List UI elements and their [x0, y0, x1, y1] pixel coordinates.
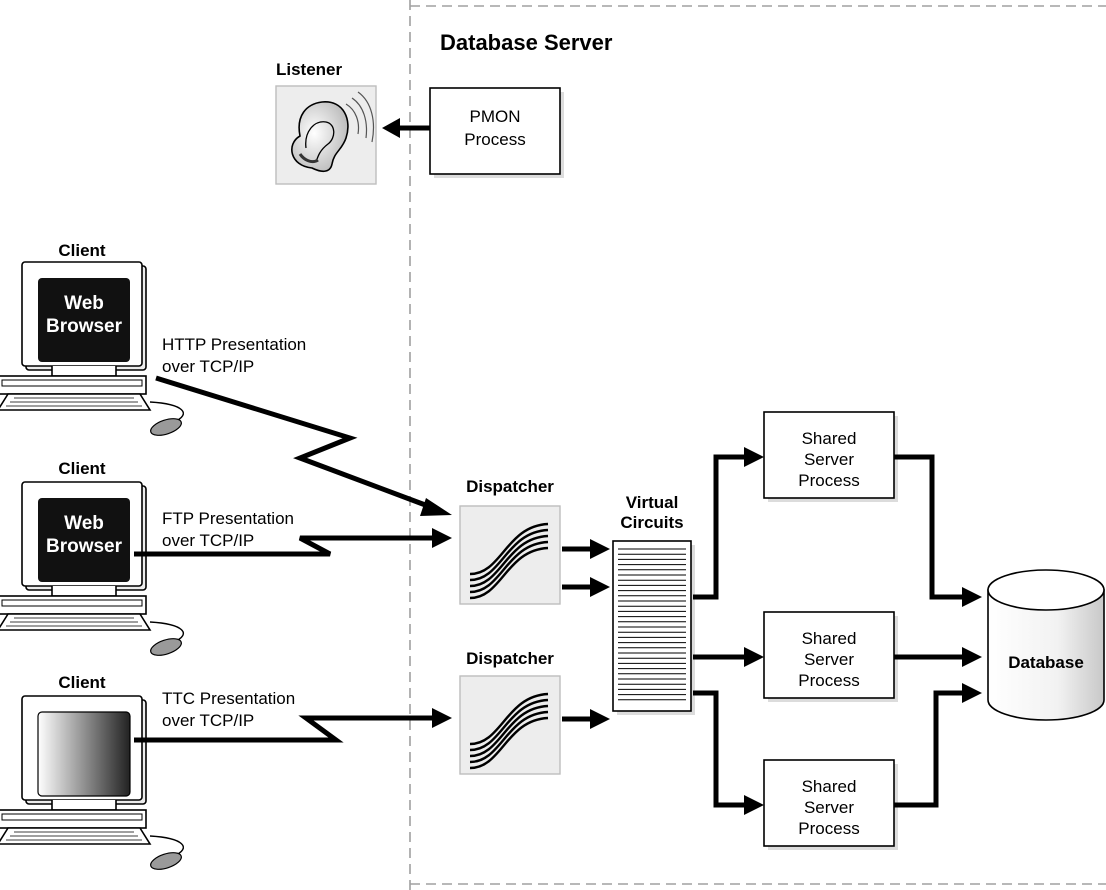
client-2-screen-line1: Web [64, 513, 104, 534]
shared-server-2-line2: Server [804, 650, 854, 669]
vc-to-server-1-arrow [693, 447, 764, 600]
ttc-connection [134, 708, 452, 743]
shared-server-3-line1: Shared [802, 777, 857, 796]
computer-icon-1 [0, 261, 185, 440]
client-1-label: Client [58, 241, 106, 260]
virtual-circuits-line1: Virtual [626, 493, 679, 512]
listener-label: Listener [276, 60, 343, 79]
database-label: Database [1008, 653, 1084, 672]
dispatcher-2-box [459, 675, 561, 775]
shared-server-3-line2: Server [804, 798, 854, 817]
shared-server-1-line1: Shared [802, 429, 857, 448]
server-3-to-db-arrow [894, 683, 982, 808]
dispatcher-1-box [459, 505, 561, 605]
http-connection [155, 375, 452, 516]
pmon-to-listener-arrow [382, 118, 430, 138]
dispatcher-1-arrow-a [562, 539, 610, 559]
client-2-conn-line1: FTP Presentation [162, 509, 294, 528]
ftp-connection [134, 528, 452, 557]
virtual-circuits-box [612, 540, 695, 715]
client-1-conn-line2: over TCP/IP [162, 357, 254, 376]
virtual-circuits-line2: Circuits [620, 513, 683, 532]
dispatcher-1-arrow-b [562, 577, 610, 597]
client-2-label: Client [58, 459, 106, 478]
server-1-to-db-arrow [894, 454, 982, 607]
dispatcher-1-label: Dispatcher [466, 477, 554, 496]
client-1-screen-line2: Browser [46, 316, 123, 337]
client-1-conn-line1: HTTP Presentation [162, 335, 306, 354]
pmon-process-box [429, 87, 564, 178]
computer-icon-3 [0, 695, 185, 874]
client-2-conn-line2: over TCP/IP [162, 531, 254, 550]
shared-server-2-line3: Process [798, 671, 859, 690]
shared-server-1-line3: Process [798, 471, 859, 490]
pmon-line2: Process [464, 130, 525, 149]
server-boundary [409, 0, 1106, 890]
client-3-label: Client [58, 673, 106, 692]
server-2-to-db-arrow [894, 647, 982, 667]
computer-icon-2 [0, 481, 185, 660]
client-1-screen-line1: Web [64, 293, 104, 314]
dispatcher-2-arrow [562, 709, 610, 729]
ear-icon [275, 85, 377, 185]
client-3-conn-line2: over TCP/IP [162, 711, 254, 730]
server-title: Database Server [440, 30, 613, 55]
shared-server-3-line3: Process [798, 819, 859, 838]
dispatcher-2-label: Dispatcher [466, 649, 554, 668]
client-2-screen-line2: Browser [46, 536, 123, 557]
shared-server-2-line1: Shared [802, 629, 857, 648]
client-3-conn-line1: TTC Presentation [162, 689, 295, 708]
pmon-line1: PMON [470, 107, 521, 126]
vc-to-server-2-arrow [693, 647, 764, 667]
vc-to-server-3-arrow [693, 690, 764, 815]
database-cylinder-icon [987, 569, 1105, 721]
shared-server-1-line2: Server [804, 450, 854, 469]
